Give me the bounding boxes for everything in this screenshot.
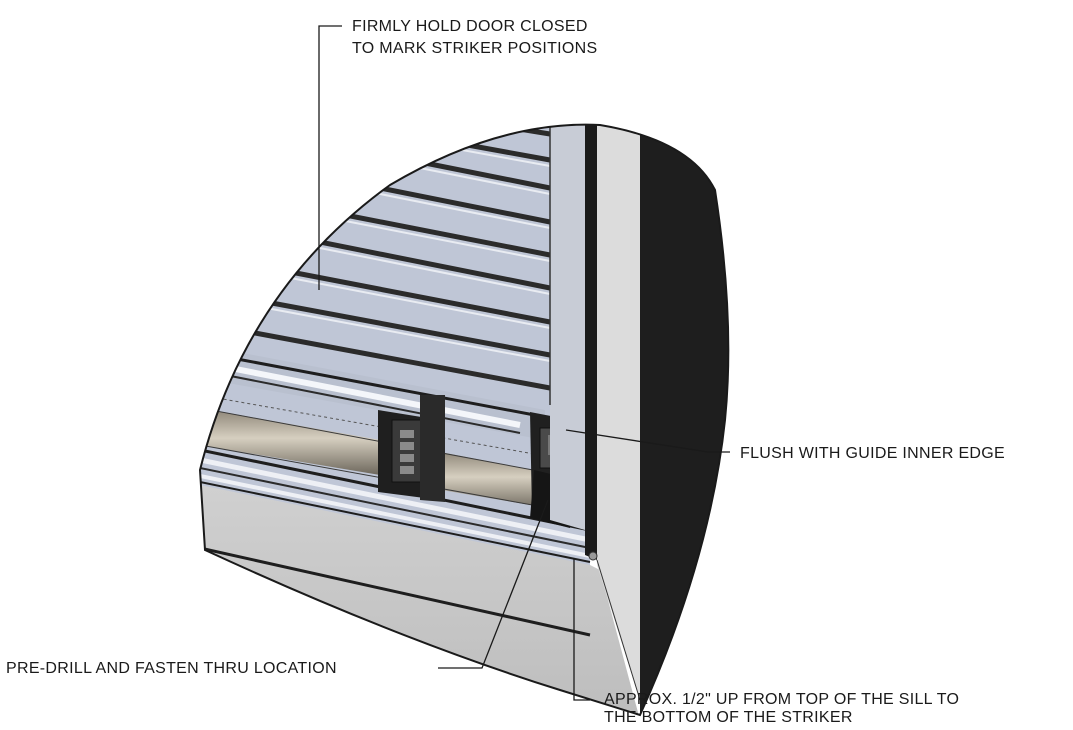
leader-line-approx (573, 558, 590, 701)
detail-view (200, 124, 729, 715)
callout-hold-door-line1: FIRMLY HOLD DOOR CLOSED (352, 18, 588, 35)
leader-line-predrill (438, 499, 549, 669)
sill-fastener (588, 551, 598, 561)
callout-flush-guide-text: FLUSH WITH GUIDE INNER EDGE (740, 445, 1005, 462)
callout-predrill-text: PRE-DRILL AND FASTEN THRU LOCATION (6, 660, 337, 677)
leader-line-hold-door (318, 25, 342, 290)
bottom-bar-rail (200, 345, 546, 440)
callout-hold-door: FIRMLY HOLD DOOR CLOSED TO MARK STRIKER … (318, 18, 597, 290)
callout-approx-line2: THE BOTTOM OF THE STRIKER (604, 709, 853, 726)
callout-hold-door-line2: TO MARK STRIKER POSITIONS (352, 40, 597, 57)
leader-line-flush-guide (565, 429, 730, 453)
detail-outline (198, 123, 730, 717)
callout-approx: APPROX. 1/2" UP FROM TOP OF THE SILL TO … (573, 558, 959, 726)
sill (200, 485, 640, 715)
callout-predrill: PRE-DRILL AND FASTEN THRU LOCATION (6, 499, 549, 677)
center-bracket (378, 395, 445, 502)
callout-flush-guide: FLUSH WITH GUIDE INNER EDGE (565, 429, 1005, 462)
callout-approx-line1: APPROX. 1/2" UP FROM TOP OF THE SILL TO (604, 691, 959, 708)
